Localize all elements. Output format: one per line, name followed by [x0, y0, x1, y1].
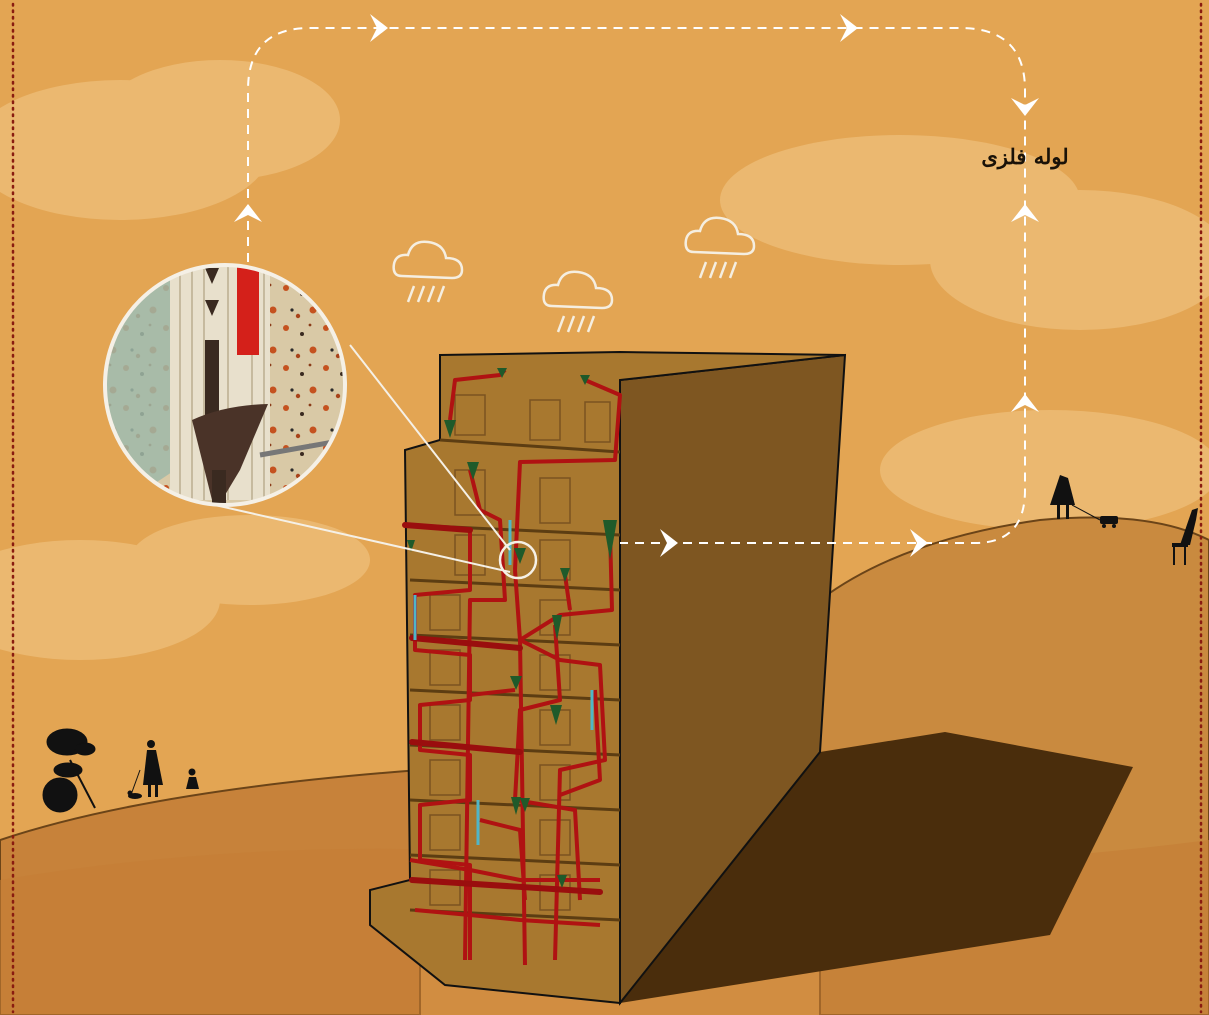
metal-pipe-label: لوله فلزی: [960, 144, 1090, 169]
